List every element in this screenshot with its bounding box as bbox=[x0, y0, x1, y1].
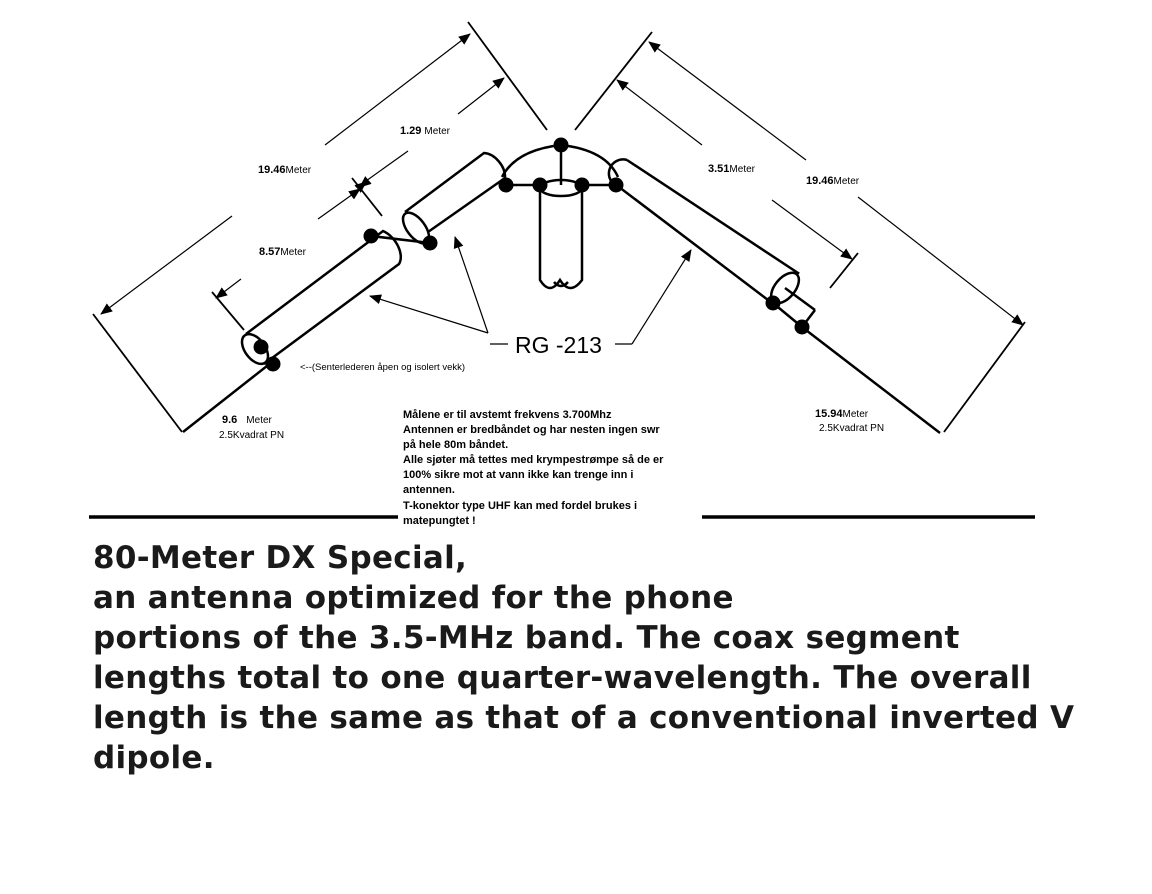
caption-line: dipole. bbox=[93, 740, 215, 776]
left-wire bbox=[182, 361, 273, 433]
note-line: på hele 80m båndet. bbox=[403, 439, 508, 451]
label-right-wire: 15.94Meter bbox=[815, 408, 869, 420]
rg213-leaders bbox=[369, 236, 692, 345]
junction-dots bbox=[253, 137, 810, 372]
caption-title: 80-Meter DX Special, bbox=[93, 540, 468, 576]
coax-left-upper bbox=[401, 151, 507, 245]
caption-line: length is the same as that of a conventi… bbox=[93, 700, 1075, 736]
note-line: antennen. bbox=[403, 484, 455, 496]
note-line: 100% sikre mot at vann ikke kan trenge i… bbox=[403, 469, 633, 481]
label-coax-type: RG -213 bbox=[515, 332, 602, 358]
note-line: Målene er til avstemt frekvens 3.700Mhz bbox=[403, 409, 612, 421]
label-left-wire-type: 2.5Kvadrat PN bbox=[219, 430, 284, 441]
dimension-lines bbox=[100, 33, 1024, 326]
label-left-seg2: 8.57Meter bbox=[259, 246, 307, 258]
caption-line: portions of the 3.5-MHz band. The coax s… bbox=[93, 620, 960, 656]
note-line: Antennen er bredbåndet og har nesten ing… bbox=[403, 424, 660, 436]
caption-line: an antenna optimized for the phone bbox=[93, 580, 734, 616]
coax-right bbox=[607, 158, 801, 305]
note-line: matepungtet ! bbox=[403, 515, 476, 527]
caption: 80-Meter DX Special, an antenna optimize… bbox=[93, 538, 1093, 778]
label-right-wire-type: 2.5Kvadrat PN bbox=[819, 423, 884, 434]
note-line: T-konektor type UHF kan med fordel bruke… bbox=[403, 500, 637, 512]
label-center-note: <--(Senterlederen åpen og isolert vekk) bbox=[300, 362, 465, 373]
caption-line: lengths total to one quarter-wavelength.… bbox=[93, 660, 1032, 696]
coax-feed bbox=[538, 178, 584, 290]
label-right-seg: 3.51Meter bbox=[708, 163, 756, 175]
right-wire bbox=[801, 326, 941, 434]
notes-block: Målene er til avstemt frekvens 3.700Mhz … bbox=[403, 409, 664, 527]
extension-lines bbox=[92, 21, 1026, 433]
label-right-total: 19.46Meter bbox=[806, 175, 860, 187]
label-left-total: 19.46Meter bbox=[258, 164, 312, 176]
note-line: Alle sjøter må tettes med krympestrømpe … bbox=[403, 454, 664, 466]
